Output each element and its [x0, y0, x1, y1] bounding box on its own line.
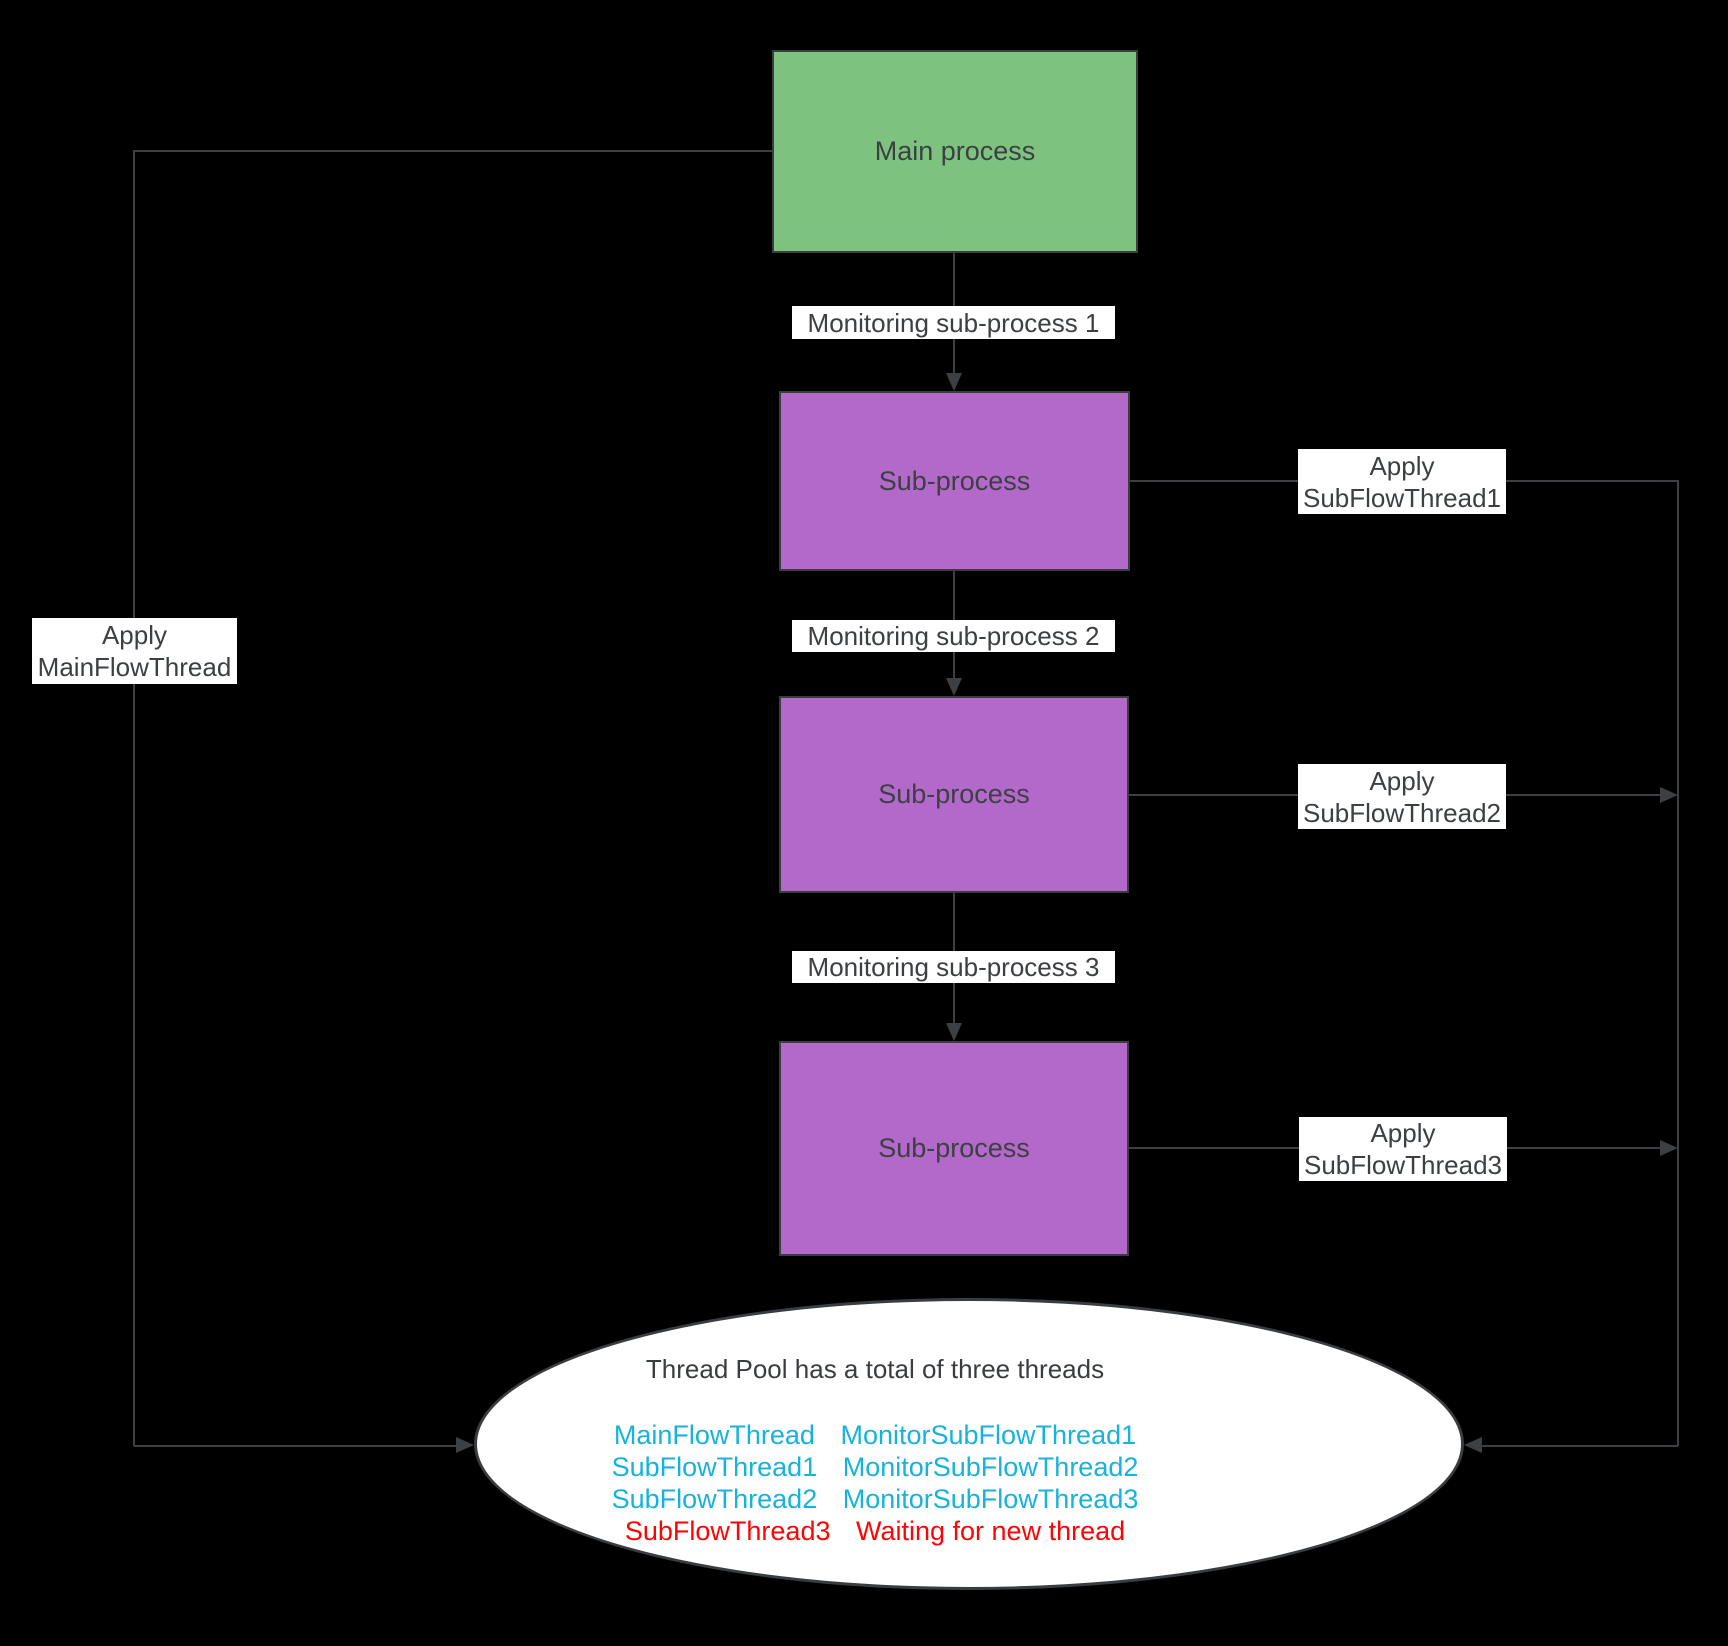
thread-pool-row-waiting: SubFlowThread3 Waiting for new thread	[475, 1515, 1275, 1547]
thread-name: SubFlowThread2	[611, 1484, 818, 1514]
apply-label-line2: SubFlowThread2	[1303, 797, 1501, 828]
arrowhead-down-icon	[946, 678, 962, 696]
thread-pool-title: Thread Pool has a total of three threads	[645, 1354, 1105, 1384]
sub-process-node-1: Sub-process	[779, 391, 1130, 571]
monitoring-label-text: Monitoring sub-process 2	[807, 621, 1100, 651]
apply-subflowthread2-label: Apply SubFlowThread2	[1298, 764, 1506, 829]
apply-label-line2: MainFlowThread	[37, 652, 232, 682]
monitoring-label-2: Monitoring sub-process 2	[792, 620, 1115, 652]
main-process-node: Main process	[772, 50, 1138, 253]
apply-label-line1: Apply	[1369, 765, 1435, 796]
monitoring-label-1: Monitoring sub-process 1	[792, 306, 1115, 339]
sub-process-label: Sub-process	[878, 465, 1031, 496]
thread-name: MonitorSubFlowThread1	[840, 1420, 1137, 1450]
apply-subflowthread1-label: Apply SubFlowThread1	[1298, 449, 1506, 514]
monitoring-label-text: Monitoring sub-process 1	[807, 307, 1100, 338]
arrowhead-right-icon	[1660, 1140, 1678, 1156]
monitoring-label-3: Monitoring sub-process 3	[792, 951, 1115, 983]
thread-name: MainFlowThread	[613, 1420, 815, 1450]
sub-process-label: Sub-process	[878, 779, 1030, 809]
apply-label-line1: Apply	[1370, 1118, 1436, 1148]
sub-thread-edge-bottom	[1482, 1445, 1678, 1447]
thread-pool-rows: MainFlowThread MonitorSubFlowThread1 Sub…	[475, 1419, 1275, 1547]
main-thread-edge-bottom	[134, 1445, 456, 1447]
arrowhead-right-icon	[456, 1437, 474, 1453]
apply-label-line2: SubFlowThread1	[1303, 482, 1501, 513]
arrowhead-right-icon	[1660, 787, 1678, 803]
sub-process-label: Sub-process	[878, 1133, 1030, 1163]
arrowhead-left-icon	[1464, 1437, 1482, 1453]
thread-pool-row-1: MainFlowThread MonitorSubFlowThread1	[475, 1419, 1275, 1451]
sub-thread-edge-vertical	[1677, 480, 1679, 1446]
sub-process-node-3: Sub-process	[779, 1041, 1129, 1256]
apply-subflowthread3-label: Apply SubFlowThread3	[1299, 1117, 1507, 1181]
thread-name: MonitorSubFlowThread2	[842, 1452, 1139, 1482]
thread-pool-row-2: SubFlowThread1 MonitorSubFlowThread2	[475, 1451, 1275, 1483]
main-process-label: Main process	[874, 136, 1036, 166]
sub-process-node-2: Sub-process	[779, 696, 1129, 893]
main-thread-edge-top	[134, 150, 772, 152]
thread-name: SubFlowThread3	[624, 1516, 831, 1546]
arrowhead-down-icon	[946, 373, 962, 391]
main-thread-edge-left	[133, 150, 135, 1446]
apply-label-line1: Apply	[101, 620, 168, 650]
apply-label-line1: Apply	[1369, 450, 1435, 481]
thread-status: Waiting for new thread	[856, 1516, 1126, 1546]
apply-mainflowthread-label: Apply MainFlowThread	[32, 618, 237, 684]
arrowhead-down-icon	[946, 1023, 962, 1041]
apply-label-line2: SubFlowThread3	[1304, 1150, 1502, 1180]
monitoring-label-text: Monitoring sub-process 3	[807, 952, 1100, 982]
thread-name: MonitorSubFlowThread3	[842, 1484, 1139, 1514]
thread-pool-row-3: SubFlowThread2 MonitorSubFlowThread3	[475, 1483, 1275, 1515]
thread-name: SubFlowThread1	[611, 1452, 818, 1482]
thread-pool-ellipse	[474, 1298, 1464, 1590]
